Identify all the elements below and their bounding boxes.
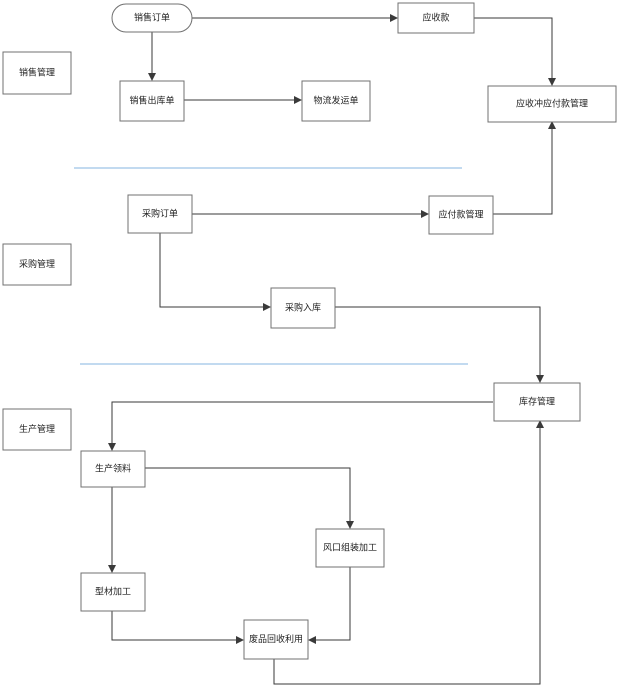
edge-profile-process-to-scrap-recycle [111, 611, 244, 644]
edge-purchase-order-to-purchase-inbound [159, 233, 271, 311]
node-scrap-recycle-label: 废品回收利用 [249, 633, 303, 645]
edge-duct-assembly-to-scrap-recycle [308, 567, 351, 644]
node-purchase-order: 采购订单 [127, 194, 193, 234]
node-sales-order: 销售订单 [111, 3, 193, 33]
node-inventory: 库存管理 [493, 382, 581, 422]
edge-material-pick-to-duct-assembly [145, 467, 354, 529]
node-purchase-order-label: 采购订单 [142, 208, 178, 220]
node-sales-outbound: 销售出库单 [119, 80, 185, 122]
section-label-production: 生产管理 [2, 408, 72, 451]
node-sales-outbound-label: 销售出库单 [129, 95, 174, 107]
node-offset: 应收冲应付款管理 [487, 85, 617, 123]
edge-receivable-to-offset [474, 17, 556, 86]
node-purchase-inbound-label: 采购入库 [285, 302, 321, 314]
node-payable-label: 应付款管理 [438, 209, 483, 221]
section-label-sales: 销售管理 [2, 51, 72, 95]
node-offset-label: 应收冲应付款管理 [516, 98, 588, 110]
node-logistics-label: 物流发运单 [313, 95, 358, 107]
edge-purchase-inbound-to-inventory [335, 306, 544, 383]
node-duct-assembly-label: 风口组装加工 [323, 542, 377, 554]
node-receivable-label: 应收款 [422, 12, 449, 24]
node-purchase-inbound: 采购入库 [270, 287, 336, 329]
node-receivable: 应收款 [397, 2, 475, 34]
node-material-pick: 生产领料 [80, 450, 146, 488]
node-profile-process: 型材加工 [80, 572, 146, 612]
node-duct-assembly: 风口组装加工 [315, 528, 385, 568]
node-inventory-label: 库存管理 [519, 396, 555, 408]
node-profile-process-label: 型材加工 [95, 586, 131, 598]
edge-inventory-to-material-pick [108, 401, 493, 451]
edge-scrap-recycle-to-inventory [273, 420, 544, 685]
edge-payable-to-offset [493, 121, 556, 215]
section-label-production-text: 生产管理 [19, 423, 55, 435]
node-scrap-recycle: 废品回收利用 [243, 619, 309, 660]
node-sales-order-label: 销售订单 [134, 12, 170, 24]
section-label-sales-text: 销售管理 [19, 67, 55, 79]
section-label-purchase-text: 采购管理 [19, 258, 55, 270]
node-logistics: 物流发运单 [301, 80, 371, 122]
node-material-pick-label: 生产领料 [95, 463, 131, 475]
node-payable: 应付款管理 [428, 195, 494, 235]
section-label-purchase: 采购管理 [2, 243, 72, 286]
